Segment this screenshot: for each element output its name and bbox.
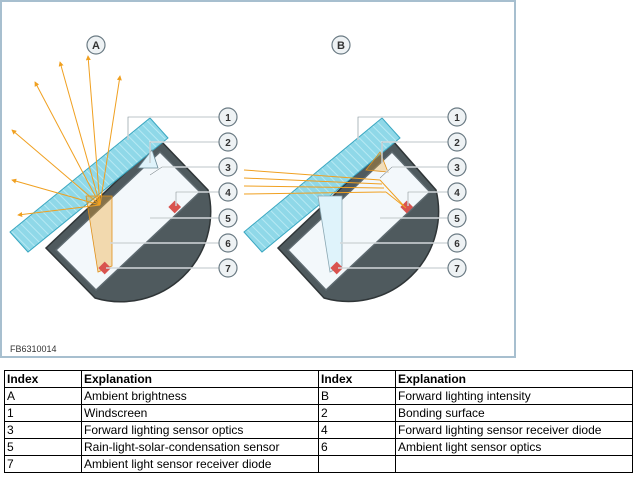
legend-index: 5: [4, 438, 82, 456]
table-row: A Ambient brightness B Forward lighting …: [4, 387, 633, 405]
diode-4-a: [168, 200, 182, 214]
panel-b-label: B: [337, 40, 345, 52]
table-row: 7 Ambient light sensor receiver diode: [4, 455, 633, 473]
legend-index: A: [4, 387, 82, 405]
callout-a-6: [218, 233, 238, 253]
forward-optics-b: [365, 151, 389, 173]
callout-b-5: [447, 208, 467, 228]
panel-b: B: [243, 35, 467, 303]
legend-header-row: Index Explanation Index Explanation: [4, 370, 633, 388]
legend-explanation: Ambient light sensor optics: [395, 438, 633, 456]
panel-a-badge: [86, 35, 106, 55]
panel-a: A: [9, 35, 238, 303]
legend-explanation: Forward lighting sensor receiver diode: [395, 421, 633, 439]
legend-index: 2: [318, 404, 396, 422]
ambient-light-optics-b: [317, 195, 343, 273]
legend-explanation: Rain-light-solar-condensation sensor: [81, 438, 319, 456]
callout-b-3-label: 3: [454, 163, 460, 174]
legend-explanation: [395, 455, 633, 473]
callout-a-1-label: 1: [225, 113, 231, 124]
legend-explanation: Ambient brightness: [81, 387, 319, 405]
legend-header-index-1: Index: [4, 370, 82, 388]
callout-a-2-label: 2: [225, 138, 231, 149]
legend-index: 7: [4, 455, 82, 473]
callout-a-3: [218, 157, 238, 177]
callout-a-5: [218, 208, 238, 228]
legend-explanation: Forward lighting sensor optics: [81, 421, 319, 439]
callout-a-6-label: 6: [225, 239, 231, 250]
figure-code: FB6310014: [10, 344, 57, 354]
ambient-light-optics-a: [85, 195, 113, 273]
callout-a-4: [218, 182, 238, 202]
callouts-a: 1 2 3 4 5 6 7: [218, 107, 238, 278]
legend-explanation: Windscreen: [81, 404, 319, 422]
light-rays-a: [11, 55, 122, 217]
forward-optics-a: [137, 149, 159, 169]
callout-a-4-label: 4: [225, 188, 231, 199]
callout-a-7: [218, 258, 238, 278]
legend-explanation: Bonding surface: [395, 404, 633, 422]
callout-a-1: [218, 107, 238, 127]
callout-b-6-label: 6: [454, 239, 460, 250]
table-row: 3 Forward lighting sensor optics 4 Forwa…: [4, 421, 633, 439]
callout-a-7-label: 7: [225, 264, 231, 275]
table-row: 1 Windscreen 2 Bonding surface: [4, 404, 633, 422]
callout-b-2: [447, 132, 467, 152]
legend-header-explanation-2: Explanation: [395, 370, 633, 388]
legend-index: 3: [4, 421, 82, 439]
callout-b-1-label: 1: [454, 113, 460, 124]
sensor-diagram: A: [0, 0, 516, 358]
callout-b-4-label: 4: [454, 188, 460, 199]
callout-b-6: [447, 233, 467, 253]
windscreen-b: [243, 117, 401, 253]
legend-table: Index Explanation Index Explanation A Am…: [4, 370, 633, 473]
callout-a-2: [218, 132, 238, 152]
diode-4-b: [400, 200, 414, 214]
leaders-b-outline: [338, 116, 448, 269]
table-row: 5 Rain-light-solar-condensation sensor 6…: [4, 438, 633, 456]
panel-a-label: A: [92, 40, 100, 52]
callout-a-3-label: 3: [225, 163, 231, 174]
leaders-a-outline: [106, 116, 219, 269]
callouts-b: 1 2 3 4 5 6 7: [447, 107, 467, 278]
callout-b-2-label: 2: [454, 138, 460, 149]
legend-index: [318, 455, 396, 473]
callout-b-5-label: 5: [454, 214, 460, 225]
callout-b-1: [447, 107, 467, 127]
callout-b-7: [447, 258, 467, 278]
legend-header-explanation-1: Explanation: [81, 370, 319, 388]
legend-index: 4: [318, 421, 396, 439]
panel-b-badge: [331, 35, 351, 55]
legend-explanation: Forward lighting intensity: [395, 387, 633, 405]
legend-index: 6: [318, 438, 396, 456]
callout-a-5-label: 5: [225, 214, 231, 225]
callout-b-4: [447, 182, 467, 202]
legend-index: 1: [4, 404, 82, 422]
diode-7-a: [98, 261, 112, 275]
legend-header-index-2: Index: [318, 370, 396, 388]
legend-explanation: Ambient light sensor receiver diode: [81, 455, 319, 473]
callout-b-7-label: 7: [454, 264, 460, 275]
light-rays-b: [243, 169, 407, 209]
diode-7-b: [330, 261, 344, 275]
callout-b-3: [447, 157, 467, 177]
legend-index: B: [318, 387, 396, 405]
